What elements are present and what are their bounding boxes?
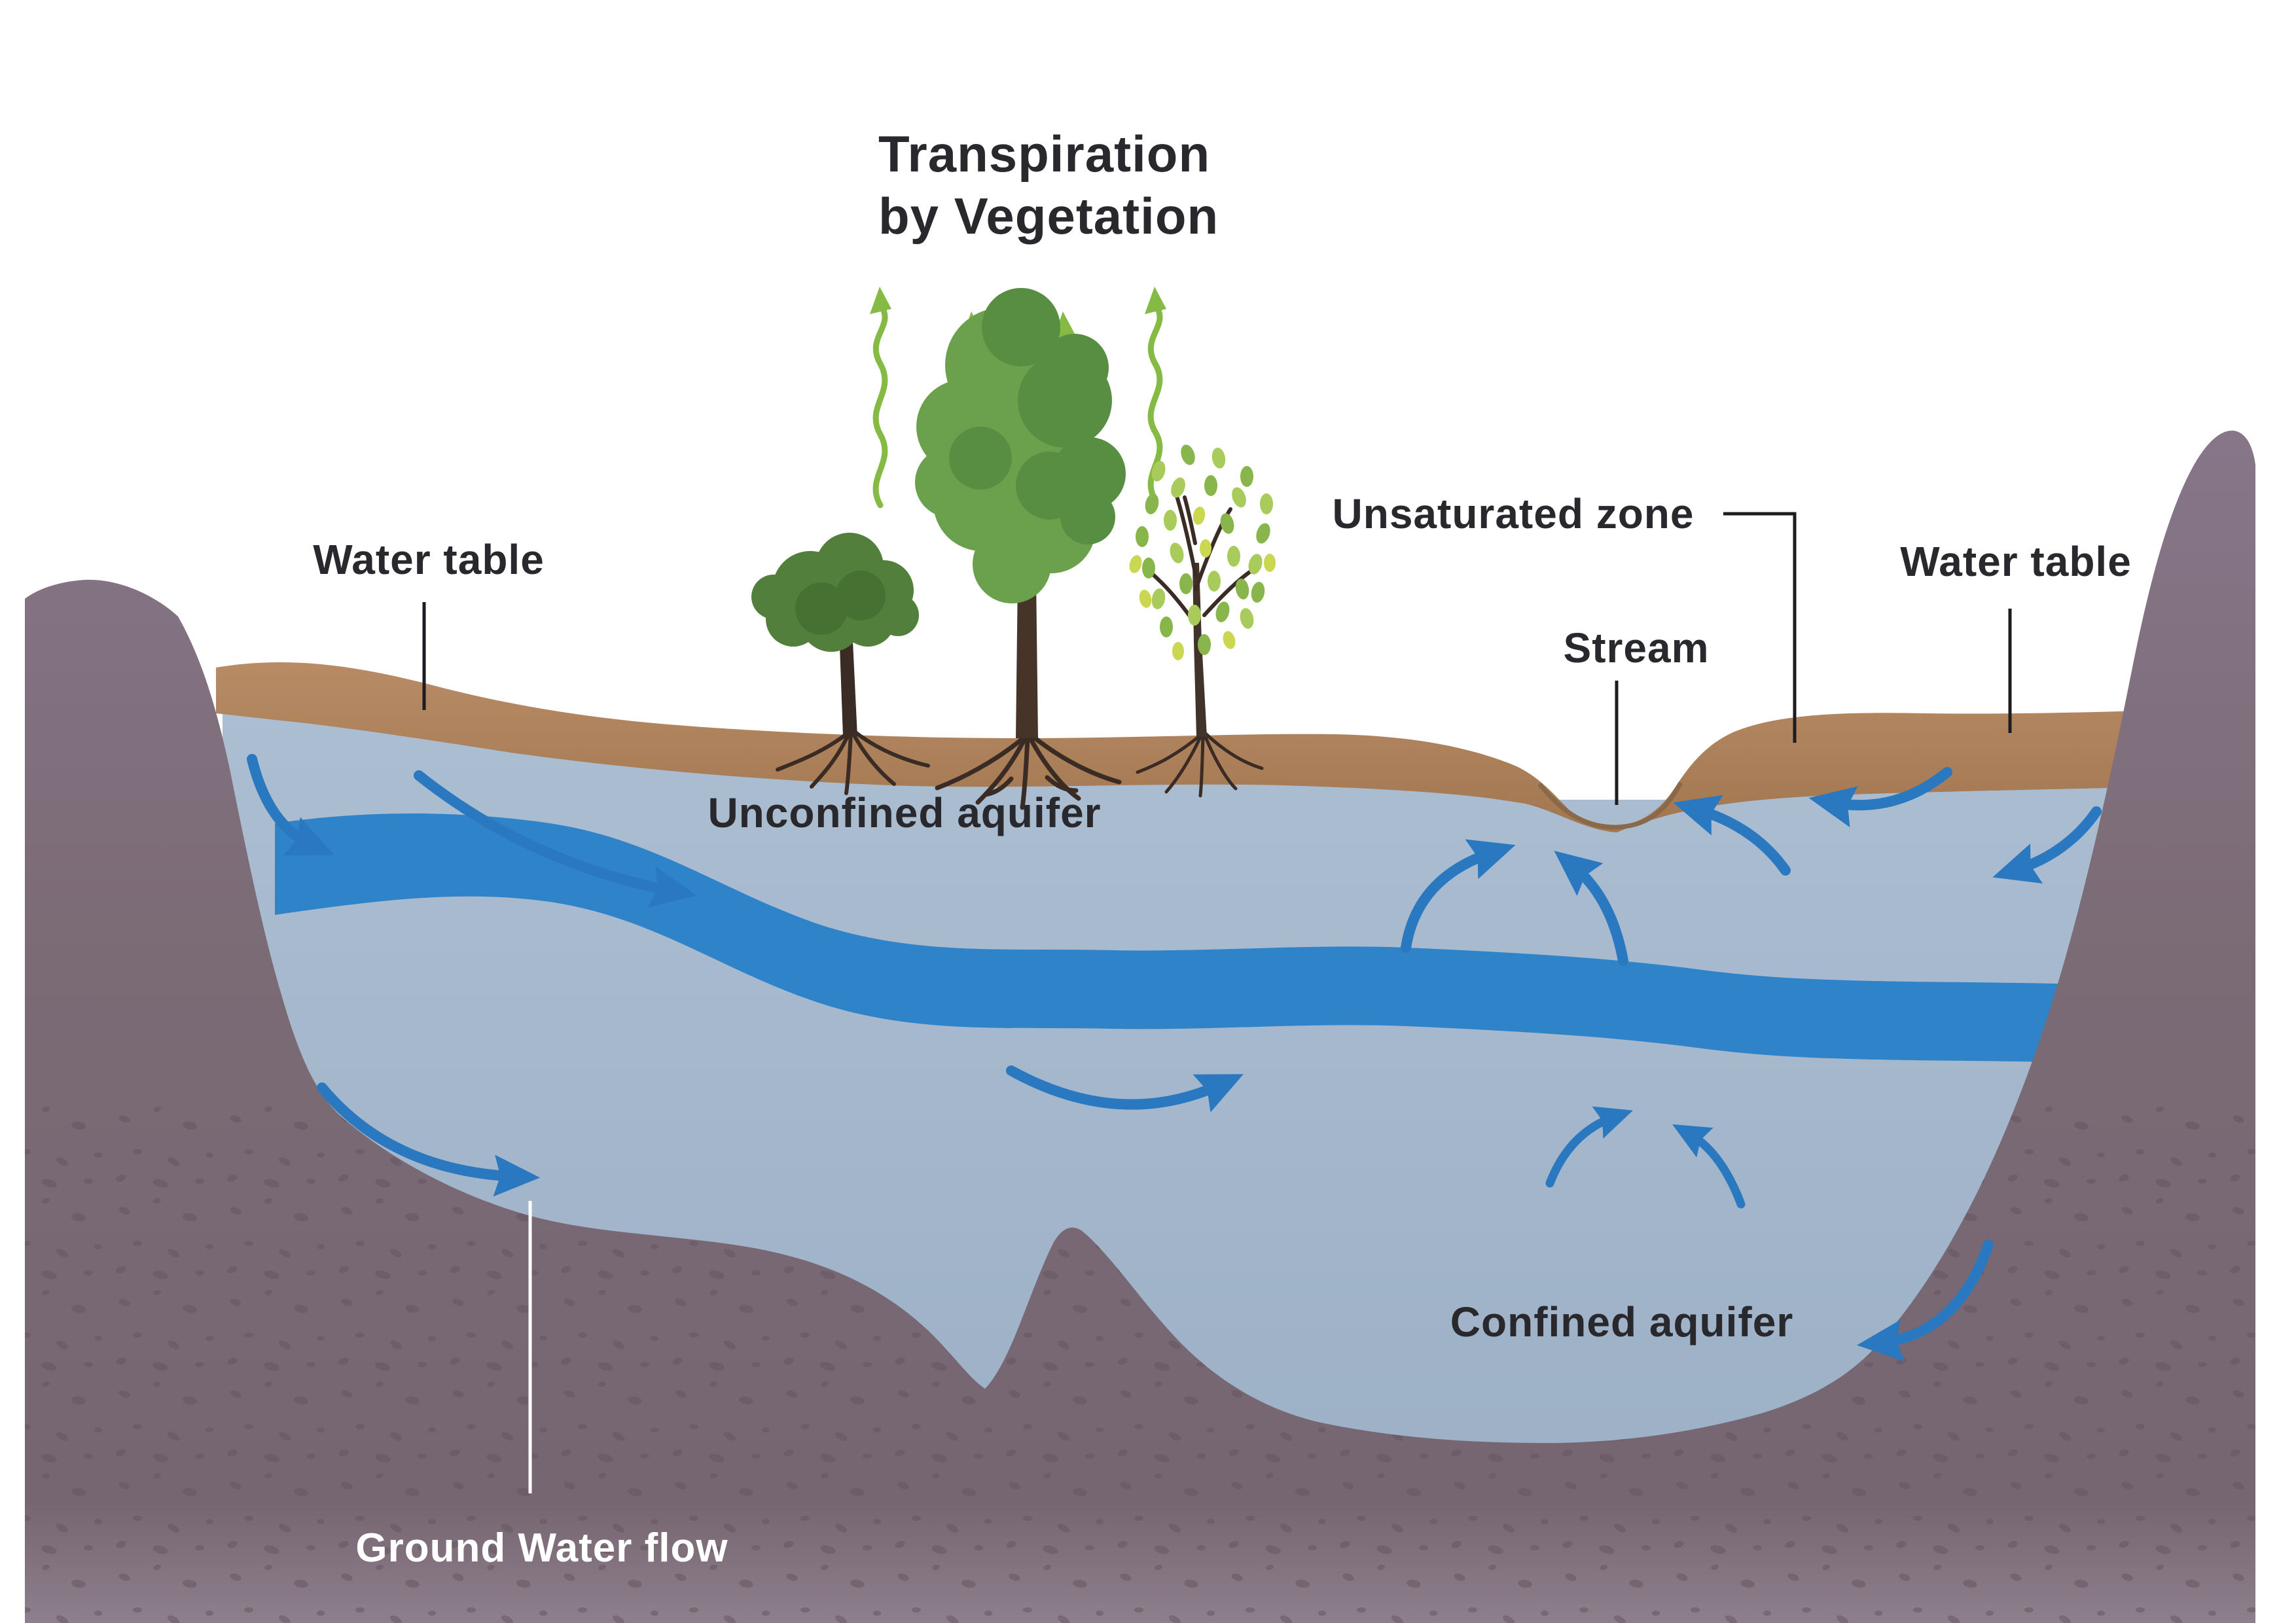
confined-aquifer-label: Confined aquifer	[1450, 1298, 1793, 1346]
title-line2: by Vegetation	[878, 187, 1219, 245]
transpiration-arrow-icon	[872, 306, 888, 508]
tree-canopy	[915, 288, 1126, 603]
tree-canopy	[751, 533, 919, 652]
deep-water-band	[275, 813, 2160, 1065]
tree-left	[751, 533, 930, 795]
title-line1: Transpiration	[878, 125, 1210, 183]
flow-arrow-icon	[1545, 1106, 1634, 1188]
flow-arrow-icon	[1006, 1065, 1244, 1113]
water-table-left-label: Water table	[313, 536, 545, 583]
groundwater-flow-arrows	[247, 754, 2102, 1362]
flow-arrow-icon	[317, 1082, 541, 1197]
flow-arrow-icon	[247, 754, 334, 856]
ground-water-flow-label: Ground Water flow	[355, 1525, 728, 1571]
flow-arrow-icon	[1808, 767, 1952, 828]
tree-middle	[915, 288, 1126, 810]
flow-arrow-icon	[1672, 1124, 1746, 1209]
tree-right	[1129, 444, 1276, 798]
water-table-right-label: Water table	[1900, 538, 2132, 585]
transpiration-arrowhead-icon	[1145, 287, 1166, 314]
flow-arrow-icon	[1554, 850, 1628, 966]
unconfined-aquifer-label: Unconfined aquifer	[708, 789, 1101, 836]
tree-canopy	[1129, 444, 1276, 660]
unsaturated-zone-pointer	[1723, 512, 1797, 743]
flow-arrow-icon	[1401, 839, 1516, 953]
flow-arrow-icon	[1673, 795, 1791, 876]
flow-arrow-icon	[1992, 806, 2102, 884]
stream-label: Stream	[1564, 624, 1710, 671]
stream-bed-line	[1537, 781, 1683, 830]
flow-arrow-icon	[414, 770, 697, 908]
unsaturated-zone-label: Unsaturated zone	[1333, 490, 1695, 537]
transpiration-arrowhead-icon	[870, 287, 891, 314]
flow-arrow-icon	[1856, 1240, 1994, 1362]
